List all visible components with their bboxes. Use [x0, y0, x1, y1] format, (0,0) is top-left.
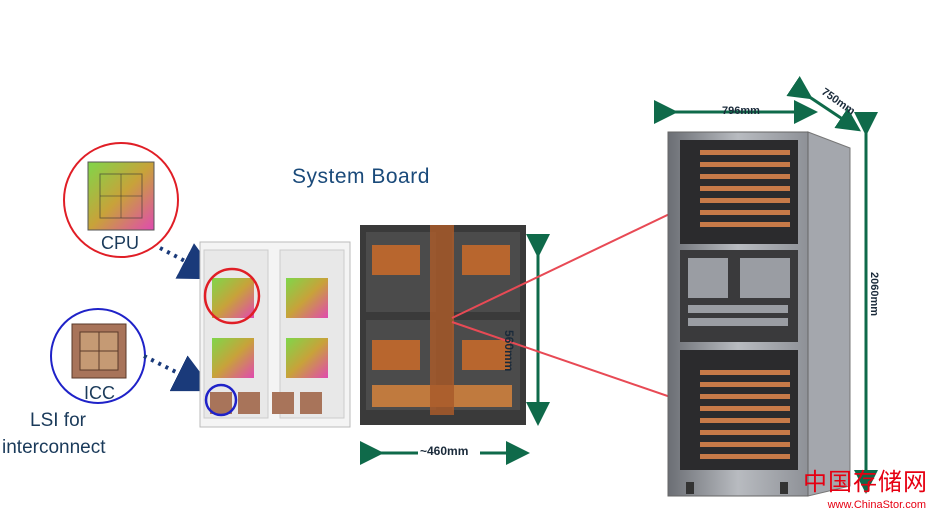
icc-callout [50, 308, 146, 404]
cpu-label: CPU [101, 233, 140, 253]
board-width-label: ~460mm [420, 444, 469, 458]
cpu-pointer [159, 243, 221, 280]
icc-pointer [143, 354, 215, 392]
rack-cabinet [667, 131, 851, 497]
rack-width-label: 796mm [722, 105, 760, 117]
cpu-highlight-ring [203, 267, 261, 325]
cpu-callout [63, 142, 179, 258]
watermark-url: www.ChinaStor.com [827, 499, 926, 511]
rack-depth-arrow [786, 76, 861, 132]
icc-highlight-ring [204, 383, 238, 417]
board-photo [360, 225, 526, 425]
board-height-label: 560mm [502, 330, 516, 372]
page-title: System Board [292, 165, 430, 188]
rack-height-label: 2060mm [868, 272, 880, 317]
lsi-label-line2: interconnect [2, 437, 106, 458]
icc-label: ICC [84, 383, 115, 403]
watermark-text: 中国存储网 [803, 468, 928, 496]
lsi-label-line1: LSI for [30, 410, 86, 431]
board-layout-drawing [199, 241, 351, 428]
